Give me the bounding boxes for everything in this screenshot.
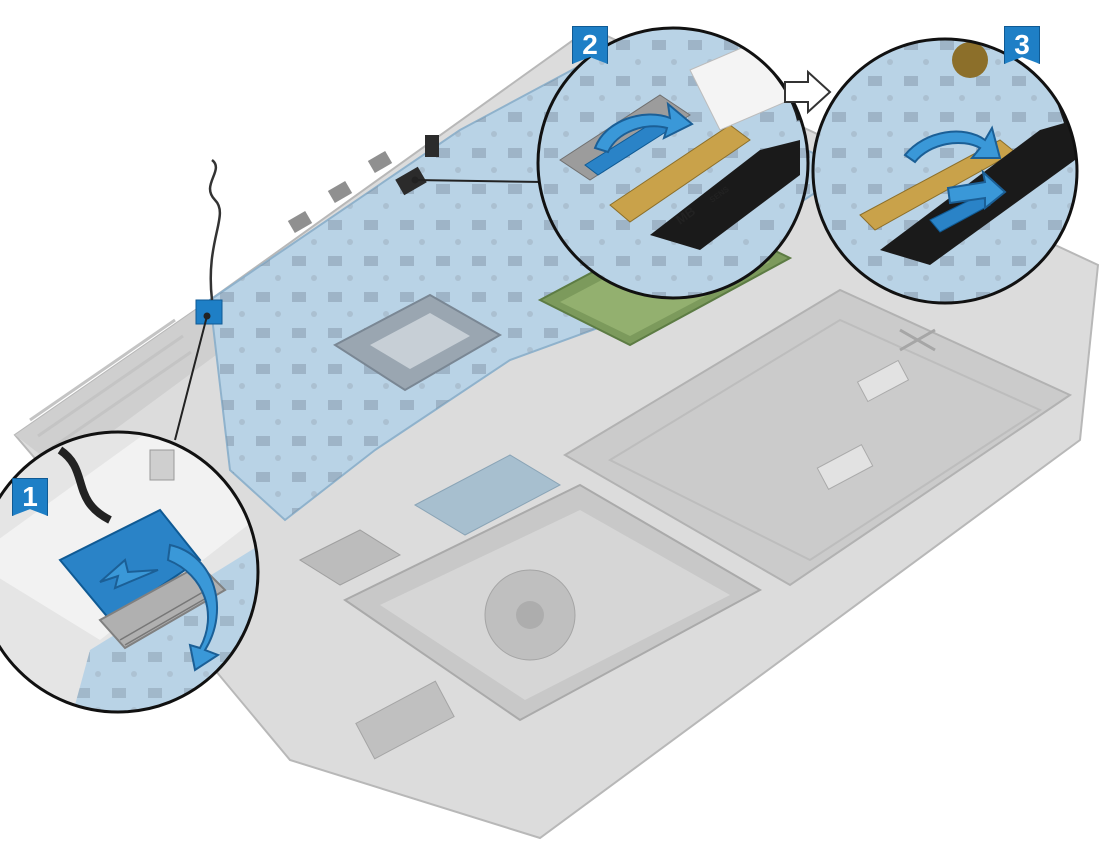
- pull-arrow-icon: [99, 558, 159, 590]
- next-step-arrow-icon: [784, 69, 832, 115]
- lift-arrow-icon: [166, 543, 221, 672]
- callout-3-magnifier: [811, 37, 1079, 305]
- zif-connector: [98, 563, 227, 650]
- cable-pull-tab: [58, 508, 202, 622]
- callout-2-anchor: [411, 176, 419, 184]
- callout-leaders: [174, 179, 544, 441]
- lift-arrow-icon: [903, 125, 1002, 164]
- hard-drive: [343, 483, 763, 760]
- battery: [563, 288, 1073, 587]
- callout-2-magnifier: MB SENS: [536, 26, 810, 300]
- lift-arrow-icon: [593, 101, 694, 154]
- callout-1-anchor: [203, 312, 211, 320]
- pull-arrow-icon: [946, 169, 1007, 211]
